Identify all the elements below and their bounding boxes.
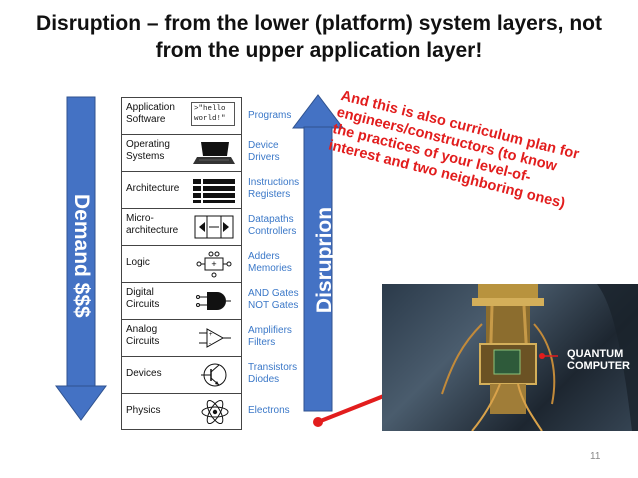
title-line-2: from the upper application layer! [155, 39, 483, 62]
layer-name-line: Micro- [126, 213, 154, 224]
example-label: Controllers [248, 226, 297, 237]
disruption-label: Disruprion [313, 206, 336, 314]
layer-name-line: Systems [126, 151, 165, 162]
examples-devices: Transistors Diodes [248, 362, 297, 386]
svg-text:+: + [209, 332, 213, 338]
layer-name: Devices [126, 368, 188, 380]
layer-name-line: Circuits [126, 299, 160, 310]
photo-label-line: QUANTUM [567, 348, 624, 360]
layer-row-logic: Logic + [122, 246, 241, 283]
examples-logic: Adders Memories [248, 251, 292, 275]
layer-row-architecture: Architecture [122, 172, 241, 209]
and-gate-icon [196, 292, 231, 310]
code-line: world!" [194, 115, 226, 123]
layer-name-line: Architecture [126, 183, 180, 194]
example-label: Diodes [248, 374, 280, 385]
quantum-computer-label: QUANTUM COMPUTER [567, 348, 630, 372]
example-label: Filters [248, 337, 276, 348]
transistor-icon [201, 363, 227, 387]
layer-row-application-software: Application Software >"hello world!" [122, 98, 241, 135]
example-label: Datapaths [248, 214, 294, 225]
layer-name-line: Application [126, 102, 175, 113]
abstraction-layers-table: Application Software >"hello world!" Ope… [121, 97, 242, 430]
quantum-computer-photo: QUANTUM COMPUTER [382, 284, 638, 431]
layer-name-line: Operating [126, 139, 170, 150]
example-label: Registers [248, 189, 291, 200]
layer-row-physics: Physics [122, 394, 241, 431]
layer-name-line: architecture [126, 225, 179, 236]
slide-title: Disruption – from the lower (platform) s… [10, 10, 628, 64]
datapath-icon [194, 215, 234, 239]
amplifier-icon: + - [199, 328, 231, 348]
examples-microarchitecture: Datapaths Controllers [248, 214, 296, 238]
examples-architecture: Instructions Registers [248, 177, 299, 201]
example-label: NOT Gates [248, 300, 299, 311]
hello-world-code-icon: >"hello world!" [191, 102, 237, 130]
example-label: Adders [248, 251, 280, 262]
layer-row-operating-systems: Operating Systems [122, 135, 241, 172]
layer-name-line: Analog [126, 324, 158, 335]
layer-row-devices: Devices [122, 357, 241, 394]
layer-name: Physics [126, 405, 188, 417]
example-label: AND Gates [248, 288, 299, 299]
code-line: >"hello [194, 105, 226, 113]
instruction-table-icon [193, 179, 235, 203]
svg-text:-: - [209, 341, 211, 347]
example-label: Electrons [248, 405, 290, 416]
examples-digital: AND Gates NOT Gates [248, 288, 299, 312]
layer-name: Analog Circuits [126, 324, 188, 348]
example-label: Device [248, 140, 279, 151]
layer-name-line: Circuits [126, 336, 160, 347]
example-label: Amplifiers [248, 325, 292, 336]
layer-row-microarchitecture: Micro- architecture [122, 209, 241, 246]
example-label: Memories [248, 263, 292, 274]
layer-row-digital-circuits: Digital Circuits [122, 283, 241, 320]
example-label: Instructions [248, 177, 300, 188]
example-label: Programs [248, 110, 292, 121]
examples-physics: Electrons [248, 405, 290, 417]
layer-name: Architecture [126, 183, 188, 195]
quantum-computer-illustration [441, 284, 638, 431]
examples-analog: Amplifiers Filters [248, 325, 292, 349]
layer-name-line: Physics [126, 405, 161, 416]
layer-name: Operating Systems [126, 139, 188, 163]
layer-name: Digital Circuits [126, 287, 188, 311]
layer-name-line: Digital [126, 287, 154, 298]
demand-label: Demand $$$ [70, 194, 93, 318]
photo-label-line: COMPUTER [567, 360, 630, 372]
layer-name-line: Logic [126, 257, 150, 268]
title-line-1: Disruption – from the lower (platform) s… [36, 12, 602, 35]
layer-name-line: Software [126, 114, 166, 125]
demand-arrow [55, 96, 107, 421]
layer-name-line: Devices [126, 368, 162, 379]
example-label: Drivers [248, 152, 280, 163]
example-label: Transistors [248, 362, 298, 373]
layer-name: Application Software [126, 102, 188, 126]
laptop-icon [193, 142, 235, 164]
layer-name: Logic [126, 257, 188, 269]
examples-application: Programs [248, 110, 291, 122]
atom-icon [201, 399, 229, 425]
adder-icon: + [196, 251, 232, 278]
layer-row-analog-circuits: Analog Circuits + - [122, 320, 241, 357]
disruption-arrow [291, 94, 345, 412]
svg-text:+: + [211, 259, 216, 269]
examples-operating-systems: Device Drivers [248, 140, 280, 164]
page-number: 11 [590, 451, 601, 462]
layer-name: Micro- architecture [126, 213, 188, 237]
